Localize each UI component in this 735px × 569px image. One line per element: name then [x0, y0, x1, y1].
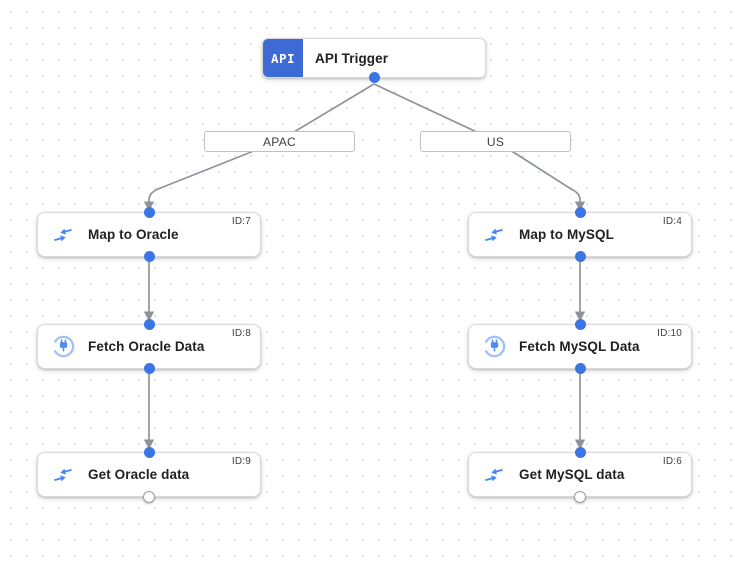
api-badge-label: API — [270, 50, 296, 66]
edge-label-text: APAC — [263, 134, 296, 149]
connection-point-end[interactable] — [143, 490, 155, 503]
node-fetch-oracle-data[interactable]: ID:8 Fetch Oracle Data — [37, 319, 261, 374]
api-trigger-icon: API — [263, 39, 303, 77]
connection-point-in[interactable] — [143, 207, 155, 218]
data-mapping-icon — [481, 222, 507, 248]
edge-label-text: US — [486, 134, 505, 149]
connection-point-out[interactable] — [143, 363, 155, 374]
node-title: API Trigger — [315, 50, 389, 66]
node-title: Fetch MySQL Data — [519, 339, 640, 354]
node-map-to-mysql[interactable]: ID:4 Map to MySQL — [468, 207, 692, 262]
connection-point-out[interactable] — [143, 251, 155, 262]
data-mapping-icon — [50, 222, 76, 248]
connection-point-in[interactable] — [574, 207, 586, 218]
node-id-badge: ID:10 — [657, 328, 682, 339]
edge-left-2-arrowhead — [143, 439, 155, 450]
edge-apac-line — [148, 83, 375, 203]
node-id-badge: ID:6 — [662, 456, 682, 467]
node-id-badge: ID:9 — [231, 456, 251, 467]
connection-point-in[interactable] — [143, 447, 155, 458]
connector-icon — [50, 334, 76, 360]
connection-point-out[interactable] — [574, 363, 586, 374]
node-id-badge: ID:4 — [662, 216, 682, 227]
edge-left-1-arrowhead — [143, 311, 155, 322]
edge-right-1-arrowhead — [574, 311, 586, 322]
node-api-trigger[interactable]: API API Trigger — [262, 38, 486, 83]
edge-us-line — [373, 83, 581, 203]
connection-point-out[interactable] — [368, 72, 380, 83]
node-map-to-oracle[interactable]: ID:7 Map to Oracle — [37, 207, 261, 262]
node-title: Fetch Oracle Data — [88, 339, 205, 354]
node-fetch-mysql-data[interactable]: ID:10 Fetch MySQL Data — [468, 319, 692, 374]
connector-icon — [481, 334, 507, 360]
edge-us-arrowhead — [574, 201, 586, 211]
data-mapping-icon — [50, 462, 76, 488]
data-mapping-icon — [481, 462, 507, 488]
node-get-oracle-data[interactable]: ID:9 Get Oracle data — [37, 447, 261, 503]
node-title: Map to Oracle — [88, 227, 179, 242]
node-id-badge: ID:8 — [231, 328, 251, 339]
connection-point-in[interactable] — [143, 319, 155, 330]
node-title: Get MySQL data — [519, 467, 625, 482]
edge-right-2-arrowhead — [574, 439, 586, 450]
node-title: Get Oracle data — [88, 467, 190, 482]
connection-point-in[interactable] — [574, 319, 586, 330]
edge-label-us[interactable]: US — [420, 131, 571, 152]
connection-point-in[interactable] — [574, 447, 586, 458]
edge-apac-arrowhead — [143, 201, 155, 211]
node-id-badge: ID:7 — [231, 216, 251, 227]
edge-label-apac[interactable]: APAC — [204, 131, 355, 152]
connection-point-end[interactable] — [574, 490, 586, 503]
node-get-mysql-data[interactable]: ID:6 Get MySQL data — [468, 447, 692, 503]
node-title: Map to MySQL — [519, 227, 614, 242]
connection-point-out[interactable] — [574, 251, 586, 262]
